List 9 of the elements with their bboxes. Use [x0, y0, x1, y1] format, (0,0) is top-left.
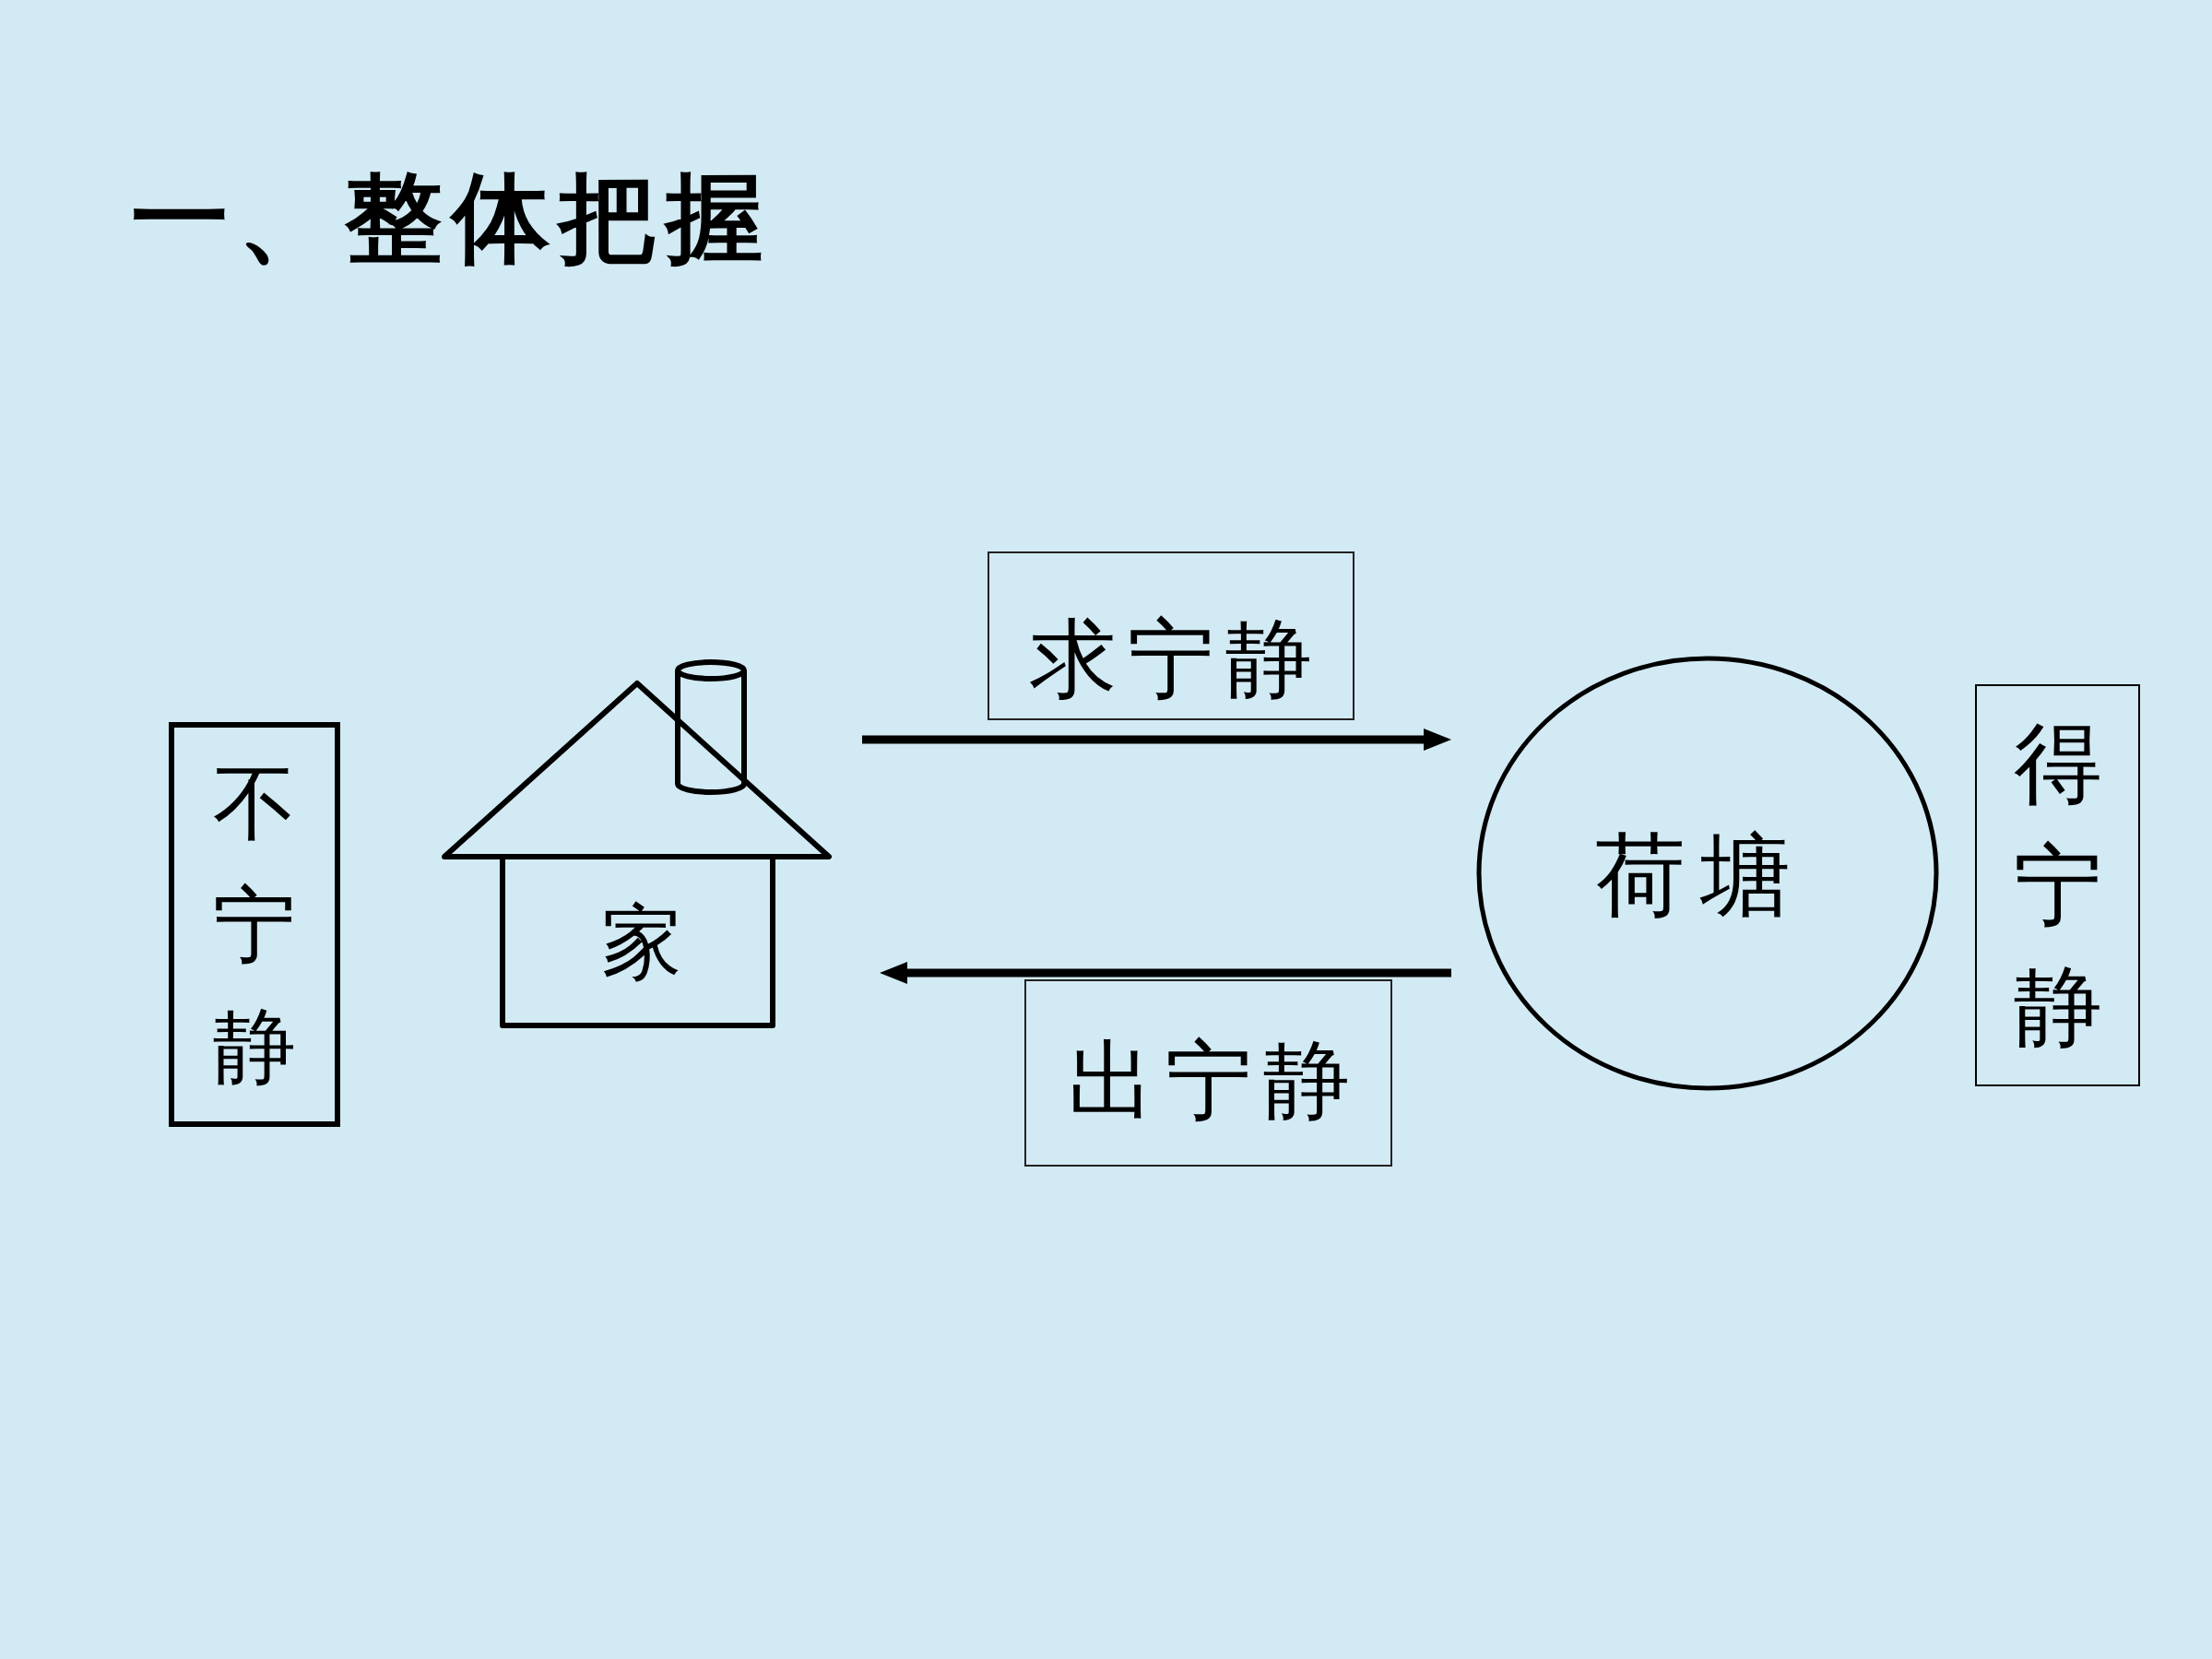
arrow	[880, 962, 1451, 984]
text-box: 得宁静	[1975, 684, 2140, 1086]
arrow	[862, 729, 1451, 751]
edge-label: 出宁静	[1024, 979, 1392, 1167]
pond-circle: 荷塘	[1476, 656, 1939, 1091]
title: 一、整体把握	[131, 159, 773, 277]
house: 家	[439, 657, 834, 1029]
text-box: 不宁静	[169, 722, 340, 1127]
edge-label: 求宁静	[988, 551, 1354, 720]
